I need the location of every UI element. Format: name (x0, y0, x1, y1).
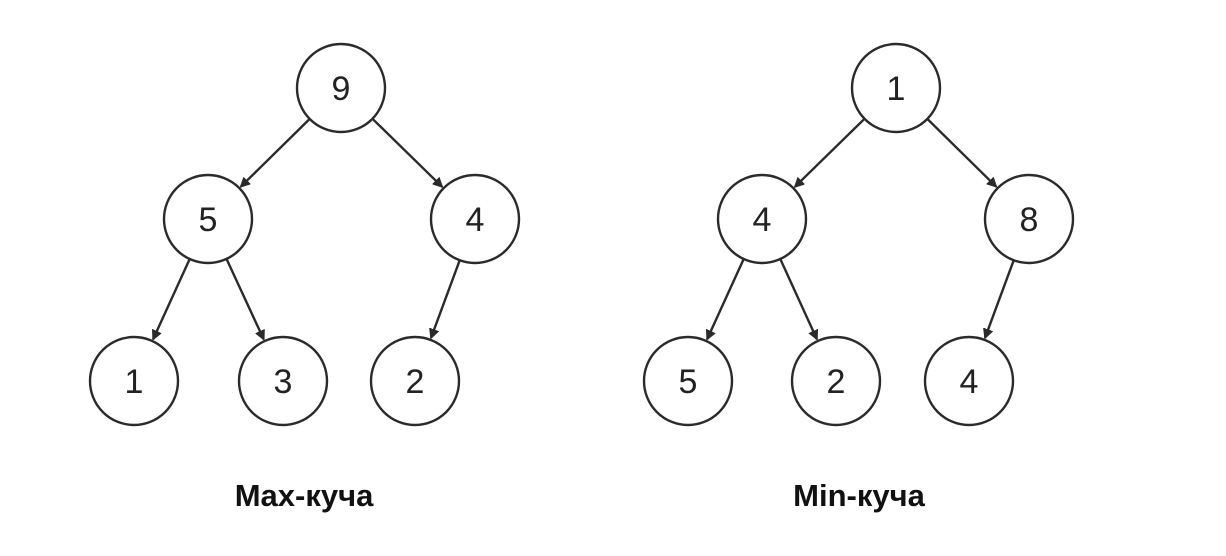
max-heap-node-0: 9 (295, 42, 387, 134)
node-circle (642, 335, 734, 427)
max-heap-caption: Max-куча (234, 478, 374, 513)
max-heap-edge-0-1 (241, 118, 311, 187)
node-value: 2 (406, 363, 425, 401)
node-circle (850, 42, 942, 134)
max-heap-node-2: 4 (429, 173, 521, 265)
node-circle (369, 335, 461, 427)
max-heap-edge-1-4 (225, 258, 264, 339)
node-value: 8 (1020, 201, 1039, 239)
node-value: 4 (466, 201, 485, 239)
max-heap-node-5: 2 (369, 335, 461, 427)
max-heap-node-4: 3 (237, 335, 329, 427)
nodes-layer: 9 5 4 1 3 2 1 4 8 5 2 4 (88, 42, 1075, 427)
node-circle (295, 42, 387, 134)
min-heap-node-2: 8 (983, 173, 1075, 265)
max-heap-edge-2-5 (431, 259, 461, 338)
min-heap-node-1: 4 (716, 173, 808, 265)
node-value: 5 (679, 363, 698, 401)
max-heap-node-3: 1 (88, 335, 180, 427)
node-value: 4 (960, 363, 979, 401)
node-value: 5 (199, 201, 218, 239)
node-circle (983, 173, 1075, 265)
max-heap-edge-1-3 (153, 258, 191, 339)
node-circle (716, 173, 808, 265)
min-heap-node-3: 5 (642, 335, 734, 427)
node-value: 1 (887, 70, 906, 108)
min-heap-node-4: 2 (790, 335, 882, 427)
node-circle (88, 335, 180, 427)
edges-layer (153, 117, 1015, 339)
node-circle (237, 335, 329, 427)
node-value: 3 (274, 363, 293, 401)
min-heap-edge-0-1 (795, 117, 866, 187)
max-heap-edge-0-2 (371, 117, 443, 187)
node-circle (923, 335, 1015, 427)
min-heap-edge-1-4 (779, 258, 817, 339)
min-heap-caption: Min-куча (793, 478, 925, 513)
min-heap-edge-0-2 (926, 118, 996, 187)
node-value: 2 (827, 363, 846, 401)
min-heap-node-5: 4 (923, 335, 1015, 427)
min-heap-edge-1-3 (707, 258, 745, 339)
node-value: 4 (753, 201, 772, 239)
min-heap-node-0: 1 (850, 42, 942, 134)
node-value: 1 (125, 363, 144, 401)
max-heap-node-1: 5 (162, 173, 254, 265)
min-heap-edge-2-5 (985, 259, 1015, 338)
node-value: 9 (332, 70, 351, 108)
node-circle (162, 173, 254, 265)
node-circle (429, 173, 521, 265)
node-circle (790, 335, 882, 427)
